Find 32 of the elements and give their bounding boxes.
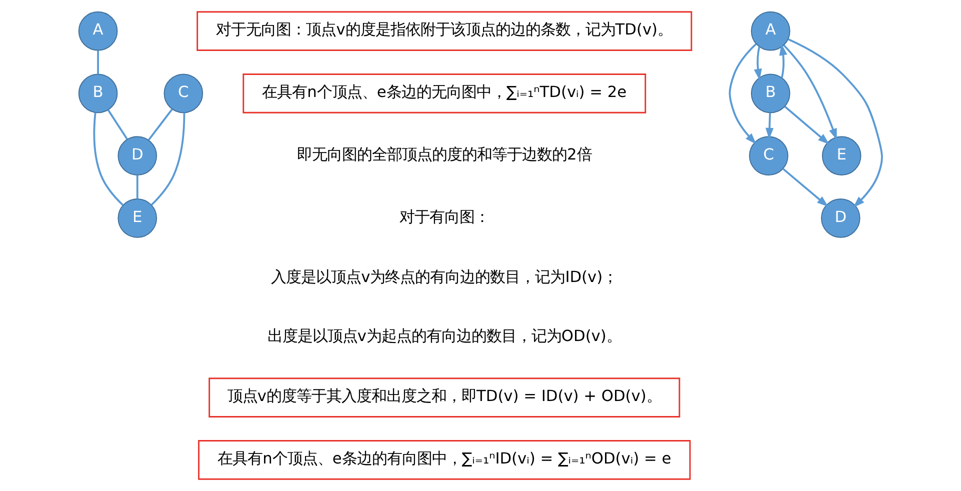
arrow: [784, 106, 830, 144]
label: 对于有向图：: [399, 208, 490, 226]
connector: [97, 50, 99, 74]
arrow: [765, 112, 774, 140]
arrow: [779, 44, 788, 78]
node-circle: D: [820, 198, 860, 238]
connector: [148, 108, 173, 141]
node-box: 对于无向图：顶点v的度是指依附于该顶点的边的条数，记为TD(v)。: [196, 11, 692, 51]
label: 出度是以顶点v为起点的有向边的数目，记为OD(v)。: [267, 326, 622, 345]
label: 入度是以顶点v为终点的有向边的数目，记为ID(v)；: [271, 268, 618, 286]
connector: [107, 109, 128, 140]
node-circle: E: [822, 136, 862, 176]
node-box: 在具有n个顶点、e条边的无向图中，∑ᵢ₌₁ⁿTD(vᵢ) = 2e: [242, 74, 646, 114]
arrow: [754, 46, 762, 80]
label: 即无向图的全部顶点的度的和等于边数的2倍: [297, 145, 592, 164]
node-box: 在具有n个顶点、e条边的有向图中，∑ᵢ₌₁ⁿID(vᵢ) = ∑ᵢ₌₁ⁿOD(vᵢ) = e: [198, 440, 691, 480]
arrow: [728, 43, 757, 144]
connector: [93, 112, 124, 206]
connector: [136, 175, 138, 199]
arrow: [782, 168, 828, 207]
node-circle: B: [750, 74, 790, 114]
arrow: [783, 44, 837, 140]
node-circle: A: [750, 11, 790, 51]
node-circle: A: [78, 11, 118, 51]
connector: [150, 112, 186, 206]
arrow: [788, 38, 883, 208]
node-box: 顶点v的度等于其入度和出度之和，即TD(v) = ID(v) + OD(v)。: [208, 378, 680, 418]
node-circle: E: [118, 198, 158, 238]
node-circle: B: [78, 74, 118, 114]
node-circle: D: [118, 136, 158, 176]
node-circle: C: [164, 74, 204, 114]
node-circle: C: [749, 136, 788, 176]
